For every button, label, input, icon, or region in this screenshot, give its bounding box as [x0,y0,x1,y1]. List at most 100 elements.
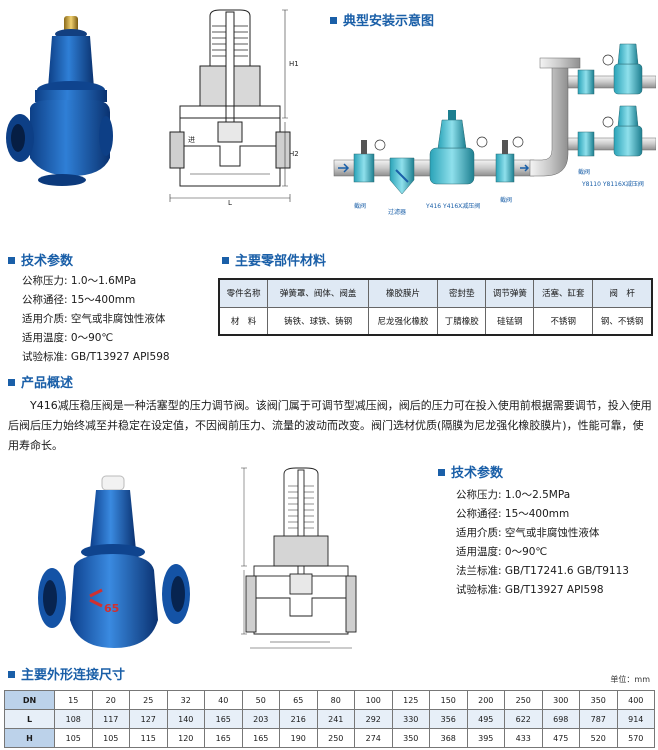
table-cell: 622 [504,709,543,729]
spec-row: 公称压力: 1.0～2.5MPa [456,489,571,501]
installation-diagram: 截阀 过滤器 Y416 Y416X减压阀 截阀 截阀 Y8110 Y8116X减… [333,43,656,216]
table-cell: 216 [279,709,318,729]
section-drawing-2 [241,467,357,649]
title-square-icon [438,469,445,476]
table-cell: 395 [466,728,505,748]
row-header-cell: DN [4,690,55,710]
table-cell: 250 [316,728,355,748]
title-square-icon [8,379,15,386]
title-square-icon [222,257,229,264]
row-header-cell: H [4,728,55,748]
table-cell: 433 [504,728,543,748]
table-cell: 356 [429,709,468,729]
tech-params-list-1: 公称压力: 1.0～1.6MPa 公称通径: 15～400mm 适用介质: 空气… [22,272,170,367]
table-cell: 25 [129,690,168,710]
table-cell: 100 [354,690,393,710]
table-cell: 铸铁、球铁、铸钢 [267,306,369,336]
table-cell: 150 [429,690,468,710]
table-cell: 140 [166,709,205,729]
table-cell: 520 [579,728,618,748]
table-cell: 274 [354,728,393,748]
overview-title: 产品概述 [8,372,73,391]
table-cell: 300 [541,690,580,710]
label-branch-valve: Y8110 Y8116X减压阀 [581,180,644,188]
spec-row: 适用温度: 0～90℃ [22,332,114,344]
table-cell: 787 [579,709,618,729]
table-cell: 368 [429,728,468,748]
table-cell: 698 [541,709,580,729]
table-cell: 105 [54,728,93,748]
table-cell: 不锈钢 [533,306,594,336]
dim-h1-label: H1 [289,60,299,68]
tech-params-list-2: 公称压力: 1.0～2.5MPa 公称通径: 15～400mm 适用介质: 空气… [456,486,629,600]
table-cell: 尼龙强化橡胶 [367,306,439,336]
spec-row: 适用介质: 空气或非腐蚀性液体 [22,313,166,325]
valve-photo-2: 65 [38,475,190,648]
table-cell: 弹簧罩、阀体、阀盖 [267,278,369,308]
spec-row: 适用温度: 0～90℃ [456,546,548,558]
table-cell: 材 料 [218,306,269,336]
table-cell: 350 [391,728,430,748]
label-valve-branch: 截阀 [578,168,590,176]
table-cell: 200 [466,690,505,710]
table-cell: 零件名称 [218,278,269,308]
table-row: 材 料 铸铁、球铁、铸钢 尼龙强化橡胶 丁腈橡胶 硅锰钢 不锈钢 钢、不锈钢 [218,306,653,336]
table-cell: 橡胶膜片 [367,278,439,308]
table-cell: 阀 杆 [592,278,653,308]
table-cell: 475 [541,728,580,748]
dim-h2-label: H2 [289,150,299,158]
parts-materials-title: 主要零部件材料 [222,250,326,269]
tech-params-title-1: 技术参数 [8,250,73,269]
table-cell: 292 [354,709,393,729]
table-cell: 115 [129,728,168,748]
table-cell: 20 [91,690,130,710]
unit-label: 单位：mm [610,675,650,684]
table-cell: 钢、不锈钢 [592,306,653,336]
spec-row: 法兰标准: GB/T17241.6 GB/T9113 [456,565,629,577]
spec-row: 适用介质: 空气或非腐蚀性液体 [456,527,600,539]
table-cell: 80 [316,690,355,710]
table-cell: 125 [391,690,430,710]
table-cell: 117 [91,709,130,729]
valve-photo-1 [6,16,113,186]
table-cell: 165 [241,728,280,748]
table-cell: 350 [579,690,618,710]
dim-l-label: L [228,199,232,206]
table-cell: 120 [166,728,205,748]
table-cell: 203 [241,709,280,729]
label-valve-left: 截阀 [354,202,366,210]
table-cell: 330 [391,709,430,729]
table-cell: 165 [204,728,243,748]
table-cell: 65 [279,690,318,710]
row-header-cell: L [4,709,55,729]
table-cell: 50 [241,690,280,710]
overview-text: Y416减压稳压阀是一种活塞型的压力调节阀。该阀门属于可调节型减压阀，阀后的压力… [8,399,652,452]
spec-row: 试验标准: GB/T13927 API598 [456,584,604,596]
table-cell: 241 [316,709,355,729]
spec-row: 公称通径: 15～400mm [456,508,570,520]
table-cell: 127 [129,709,168,729]
valve-body-mark: 65 [104,602,119,615]
tech-params-title-2: 技术参数 [438,462,503,481]
label-main-valve: Y416 Y416X减压阀 [425,202,480,210]
table-cell: 250 [504,690,543,710]
table-cell: 108 [54,709,93,729]
table-cell: 调节弹簧 [485,278,535,308]
inlet-label: 进 [188,136,195,144]
table-cell: 15 [54,690,93,710]
section-drawing-1: H1 H2 L 进 [169,9,299,206]
table-cell: 40 [204,690,243,710]
table-cell: 190 [279,728,318,748]
dimensions-title: 主要外形连接尺寸 [8,664,125,683]
label-filter: 过滤器 [388,208,406,216]
title-square-icon [8,257,15,264]
table-cell: 914 [616,709,655,729]
table-cell: 165 [204,709,243,729]
table-cell: 105 [91,728,130,748]
table-cell: 硅锰钢 [485,306,535,336]
install-diagram-title: 典型安装示意图 [330,10,434,29]
